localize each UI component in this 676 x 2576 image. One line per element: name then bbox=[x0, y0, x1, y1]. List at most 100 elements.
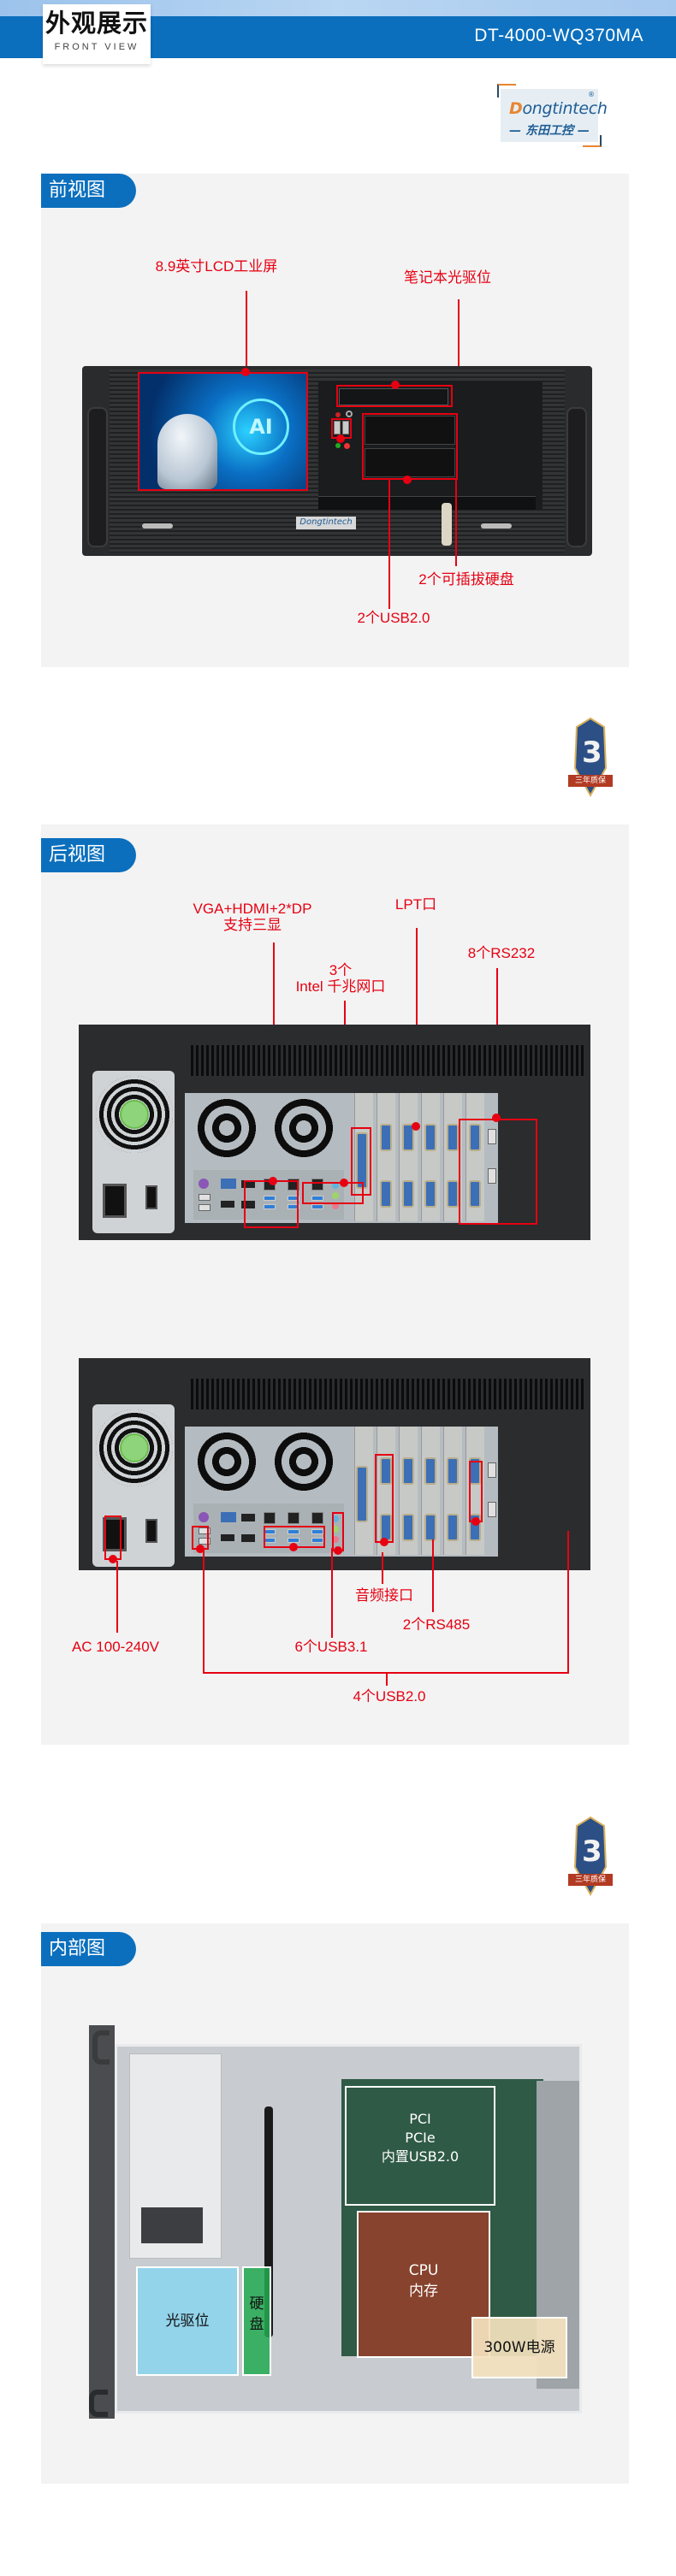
rack-handle-bottom bbox=[89, 2390, 108, 2417]
hdd-tray-1[interactable] bbox=[365, 416, 455, 445]
serial-port bbox=[469, 1124, 481, 1151]
cpu-memory-region-box: CPU 内存 bbox=[357, 2211, 490, 2358]
vga-port bbox=[221, 1512, 236, 1522]
usb2-port bbox=[199, 1527, 211, 1534]
serial-port bbox=[447, 1457, 459, 1485]
callout-usb20-left-line bbox=[203, 1550, 205, 1673]
logo-brand-cn: — 东田工控 — bbox=[509, 124, 590, 138]
bracket-usb-port bbox=[488, 1129, 496, 1144]
serial-port bbox=[447, 1124, 459, 1151]
lan-ports-highlight-box bbox=[302, 1182, 364, 1204]
rear-fan-2 bbox=[274, 1098, 334, 1158]
serial-port bbox=[380, 1124, 392, 1151]
psu-plate bbox=[92, 1404, 175, 1567]
odd-callout-dot bbox=[391, 381, 400, 389]
page-title: 外观展示 bbox=[44, 9, 148, 38]
callout-power-line bbox=[116, 1561, 118, 1633]
rs232-callout-dot bbox=[492, 1114, 501, 1122]
io-shield-area bbox=[185, 1093, 498, 1223]
front-usb-callout-dot bbox=[336, 434, 345, 443]
rs485-callout-dot bbox=[380, 1538, 388, 1546]
usb3-port bbox=[288, 1529, 299, 1534]
lpt-callout-dot bbox=[412, 1122, 420, 1131]
serial-port bbox=[402, 1514, 414, 1541]
warranty-badge-1: 3 三年质保 bbox=[568, 717, 613, 798]
expansion-label-pcie: PCIe bbox=[405, 2130, 436, 2146]
audio-line-out bbox=[332, 1526, 339, 1533]
hdd-led-icon bbox=[335, 443, 341, 448]
brand-logo: Dongtintech ® — 东田工控 — bbox=[497, 84, 608, 147]
header-title-tab: 外观展示 FRONT VIEW bbox=[43, 4, 151, 64]
serial-port bbox=[424, 1124, 436, 1151]
expansion-label-pci: PCI bbox=[409, 2111, 431, 2127]
callout-audio-label: 音频接口 bbox=[355, 1587, 413, 1604]
callout-lcd-label: 8.9英寸LCD工业屏 bbox=[155, 258, 278, 275]
front-bezel-side bbox=[89, 2025, 115, 2419]
bracket-usb-port bbox=[488, 1462, 496, 1478]
callout-usb-label: 2个USB2.0 bbox=[357, 610, 430, 626]
callout-rs485-label: 2个RS485 bbox=[402, 1616, 471, 1633]
cable-bundle bbox=[264, 2106, 273, 2337]
registered-mark-icon: ® bbox=[588, 91, 595, 98]
usb3-port bbox=[288, 1538, 299, 1543]
usb3-port bbox=[264, 1196, 276, 1201]
usb2-bracket-callout-dot bbox=[471, 1517, 480, 1526]
callout-usb20-label: 4个USB2.0 bbox=[353, 1688, 426, 1705]
cpu-label: CPU bbox=[408, 2262, 439, 2279]
rear-fan-1 bbox=[197, 1098, 257, 1158]
psu-fan-hub bbox=[120, 1100, 149, 1129]
power-button[interactable] bbox=[346, 411, 353, 417]
serial-port bbox=[402, 1180, 414, 1208]
callout-odd-line bbox=[458, 299, 460, 384]
io-shield-area bbox=[185, 1427, 498, 1557]
model-number: DT-4000-WQ370MA bbox=[474, 26, 643, 45]
audio-mic bbox=[332, 1202, 339, 1209]
warranty-ribbon: 三年质保 bbox=[568, 1874, 613, 1886]
drive-door[interactable] bbox=[318, 496, 536, 510]
ac-inlet-highlight-box bbox=[104, 1515, 122, 1560]
usb2-port bbox=[199, 1194, 211, 1201]
left-latch bbox=[142, 523, 173, 529]
rear-view-section-label: 后视图 bbox=[41, 838, 136, 872]
left-rack-handle bbox=[87, 407, 108, 547]
serial-port bbox=[447, 1180, 459, 1208]
power-switch[interactable] bbox=[145, 1519, 157, 1543]
front-usb-port-2 bbox=[342, 421, 349, 434]
reset-button[interactable] bbox=[344, 443, 350, 449]
lcd-highlight-box bbox=[138, 372, 308, 491]
callout-lcd-line bbox=[246, 291, 247, 374]
serial-port bbox=[447, 1514, 459, 1541]
key-lock-icon bbox=[442, 503, 452, 546]
audio-mic bbox=[332, 1536, 339, 1543]
callout-usb20-right-line bbox=[567, 1531, 569, 1673]
callout-usb31-label: 6个USB3.1 bbox=[294, 1639, 368, 1655]
usb2-port bbox=[199, 1538, 211, 1545]
front-nameplate: Dongtintech bbox=[296, 517, 356, 529]
rear-chassis-image-1 bbox=[79, 1025, 590, 1240]
hdmi-port bbox=[221, 1201, 234, 1208]
usb3-port bbox=[288, 1204, 299, 1209]
warranty-number: 3 bbox=[582, 1835, 602, 1869]
expansion-label-usb: 内置USB2.0 bbox=[381, 2148, 460, 2165]
callout-display-label: VGA+HDMI+2*DP 支持三显 bbox=[193, 901, 312, 933]
rear-chassis-image-2 bbox=[79, 1358, 590, 1570]
robot-figure bbox=[157, 414, 217, 489]
ac-inlet bbox=[103, 1517, 127, 1551]
warranty-number: 3 bbox=[582, 736, 602, 770]
lcd-screen: AI bbox=[139, 373, 306, 489]
internal-chassis-image: PCI PCIe 内置USB2.0 CPU 内存 光驱位 硬 盘 300W电源 bbox=[115, 2044, 582, 2414]
ps2-port bbox=[199, 1512, 209, 1522]
expansion-region-box: PCI PCIe 内置USB2.0 bbox=[345, 2086, 495, 2206]
lpt-highlight-box bbox=[351, 1127, 371, 1196]
lan-port-3 bbox=[311, 1179, 323, 1191]
callout-hdd-line bbox=[455, 479, 457, 566]
right-latch bbox=[481, 523, 512, 529]
top-vent bbox=[188, 1379, 585, 1409]
rs485-highlight-box bbox=[375, 1454, 394, 1543]
lpt-port bbox=[356, 1466, 368, 1522]
usb3-port bbox=[311, 1538, 323, 1543]
lan-port-3 bbox=[311, 1512, 323, 1524]
top-vent bbox=[188, 1045, 585, 1076]
power-switch[interactable] bbox=[145, 1185, 157, 1209]
lan-port-2 bbox=[288, 1512, 299, 1524]
